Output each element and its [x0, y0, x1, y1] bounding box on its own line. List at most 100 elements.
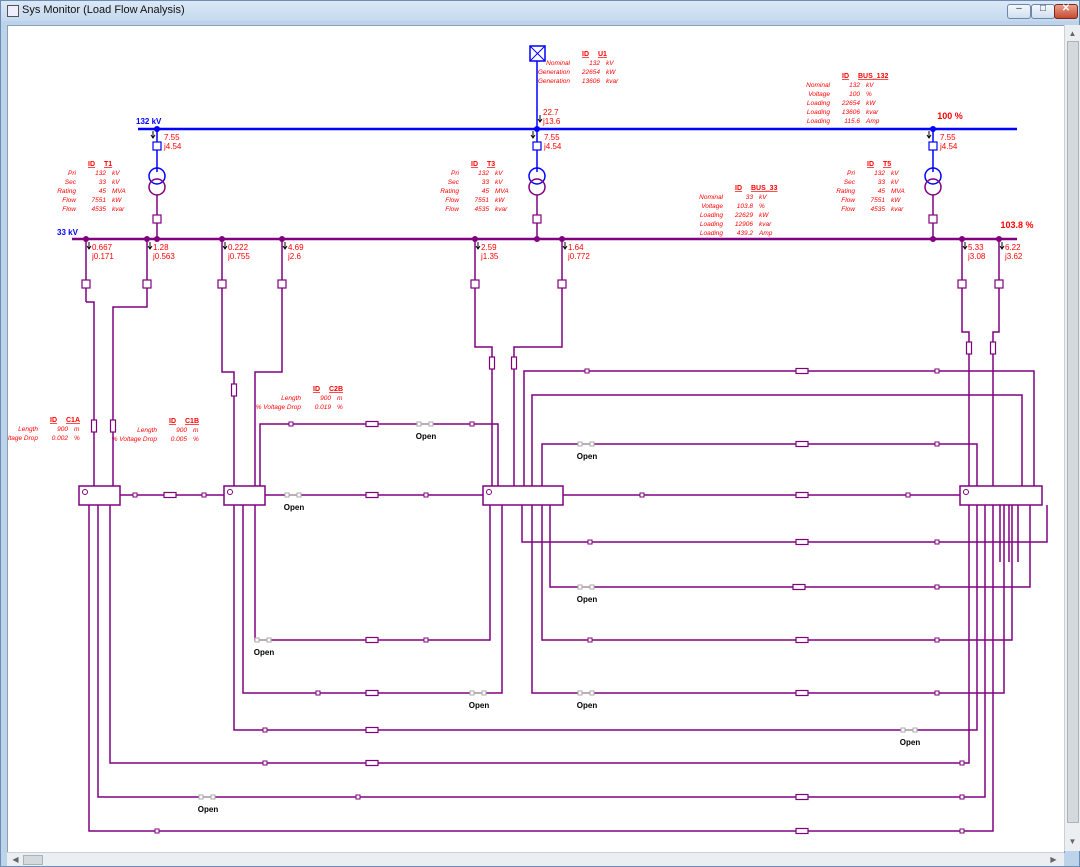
circuit-breaker[interactable]	[957, 279, 967, 289]
open-switch[interactable]	[266, 637, 272, 643]
transformer-lv-winding[interactable]	[148, 178, 166, 196]
close-button[interactable]: ✕	[1054, 3, 1078, 19]
open-switch[interactable]	[900, 727, 906, 733]
cable-breaker[interactable]	[365, 636, 379, 644]
info-row-unit: kW	[891, 197, 901, 204]
cable-breaker[interactable]	[109, 419, 117, 433]
cable-breaker[interactable]	[989, 341, 997, 355]
cable-route	[259, 423, 499, 486]
bus-node[interactable]	[534, 236, 540, 242]
ring-main-unit[interactable]	[482, 485, 564, 506]
circuit-breaker[interactable]	[277, 279, 287, 289]
ring-main-unit[interactable]	[959, 485, 1043, 506]
info-row-value: 22654	[581, 69, 600, 76]
info-row-unit: kV	[606, 60, 614, 67]
scroll-left-icon[interactable]: ◀	[12, 855, 19, 864]
bus-node[interactable]	[154, 236, 160, 242]
cable-terminal	[201, 492, 207, 498]
info-row-value: 4535	[92, 206, 107, 213]
info-row-value: 45	[878, 188, 886, 195]
minimize-button[interactable]: –	[1007, 3, 1031, 19]
title-bar[interactable]: Sys Monitor (Load Flow Analysis) – □ ✕	[1, 1, 1079, 21]
open-switch[interactable]	[589, 584, 595, 590]
info-row-label: Loading	[700, 212, 724, 219]
open-switch[interactable]	[210, 794, 216, 800]
open-switch[interactable]	[577, 690, 583, 696]
circuit-breaker[interactable]	[557, 279, 567, 289]
cable-breaker[interactable]	[795, 689, 809, 697]
scroll-up-icon[interactable]: ▲	[1068, 29, 1077, 38]
cable-breaker[interactable]	[90, 419, 98, 433]
cable-terminal	[262, 727, 268, 733]
bus-node[interactable]	[930, 236, 936, 242]
cable-breaker[interactable]	[792, 583, 806, 591]
ring-main-unit[interactable]	[223, 485, 266, 506]
maximize-button[interactable]: □	[1031, 3, 1055, 19]
open-switch[interactable]	[416, 421, 422, 427]
open-switch[interactable]	[577, 584, 583, 590]
scroll-down-icon[interactable]: ▼	[1068, 837, 1077, 846]
circuit-breaker[interactable]	[928, 141, 938, 151]
info-row-value: 33	[482, 179, 490, 186]
info-row-value: 45	[482, 188, 490, 195]
open-switch[interactable]	[254, 637, 260, 643]
transformer-hv-winding[interactable]	[148, 167, 166, 185]
cable-breaker[interactable]	[365, 689, 379, 697]
cable-breaker[interactable]	[365, 726, 379, 734]
cable-breaker[interactable]	[795, 491, 809, 499]
circuit-breaker[interactable]	[81, 279, 91, 289]
cable-breaker[interactable]	[230, 383, 238, 397]
cable-breaker[interactable]	[163, 491, 177, 499]
open-switch[interactable]	[469, 690, 475, 696]
horizontal-scroll-thumb[interactable]	[23, 855, 43, 865]
open-switch[interactable]	[198, 794, 204, 800]
ring-main-unit[interactable]	[78, 485, 121, 506]
info-row-label: Length	[18, 426, 38, 433]
open-switch[interactable]	[296, 492, 302, 498]
open-switch[interactable]	[589, 441, 595, 447]
cable-breaker[interactable]	[365, 759, 379, 767]
transformer-lv-winding[interactable]	[528, 178, 546, 196]
circuit-breaker[interactable]	[994, 279, 1004, 289]
circuit-breaker[interactable]	[470, 279, 480, 289]
horizontal-scrollbar[interactable]: ◀ ▶	[7, 852, 1064, 866]
open-switch[interactable]	[481, 690, 487, 696]
cable-breaker[interactable]	[795, 793, 809, 801]
open-switch[interactable]	[912, 727, 918, 733]
transformer-hv-winding[interactable]	[528, 167, 546, 185]
cable-breaker[interactable]	[365, 420, 379, 428]
info-id-label: ID	[471, 161, 478, 168]
circuit-breaker[interactable]	[152, 214, 162, 224]
circuit-breaker[interactable]	[142, 279, 152, 289]
cable-breaker[interactable]	[795, 636, 809, 644]
cable-breaker[interactable]	[795, 827, 809, 835]
vertical-scrollbar[interactable]: ▲ ▼	[1064, 25, 1080, 851]
transformer-lv-winding[interactable]	[924, 178, 942, 196]
cable-breaker[interactable]	[510, 356, 518, 370]
cable-breaker[interactable]	[795, 538, 809, 546]
circuit-breaker[interactable]	[152, 141, 162, 151]
scroll-right-icon[interactable]: ▶	[1050, 855, 1057, 864]
vertical-scroll-thumb[interactable]	[1067, 41, 1079, 823]
cable-terminal	[132, 492, 138, 498]
circuit-breaker[interactable]	[532, 214, 542, 224]
cable-breaker[interactable]	[365, 491, 379, 499]
info-row-value: 132	[478, 170, 489, 177]
flow-arrow	[926, 131, 932, 139]
transformer-hv-winding[interactable]	[924, 167, 942, 185]
cable-breaker[interactable]	[965, 341, 973, 355]
info-row-label: Nominal	[546, 60, 570, 67]
open-switch[interactable]	[284, 492, 290, 498]
open-switch[interactable]	[589, 690, 595, 696]
cable-breaker[interactable]	[795, 367, 809, 375]
open-switch[interactable]	[428, 421, 434, 427]
cable-breaker[interactable]	[795, 440, 809, 448]
open-switch[interactable]	[577, 441, 583, 447]
cable-breaker[interactable]	[488, 356, 496, 370]
circuit-breaker[interactable]	[928, 214, 938, 224]
circuit-breaker[interactable]	[217, 279, 227, 289]
circuit-breaker[interactable]	[532, 141, 542, 151]
info-row-unit: %	[866, 91, 872, 98]
